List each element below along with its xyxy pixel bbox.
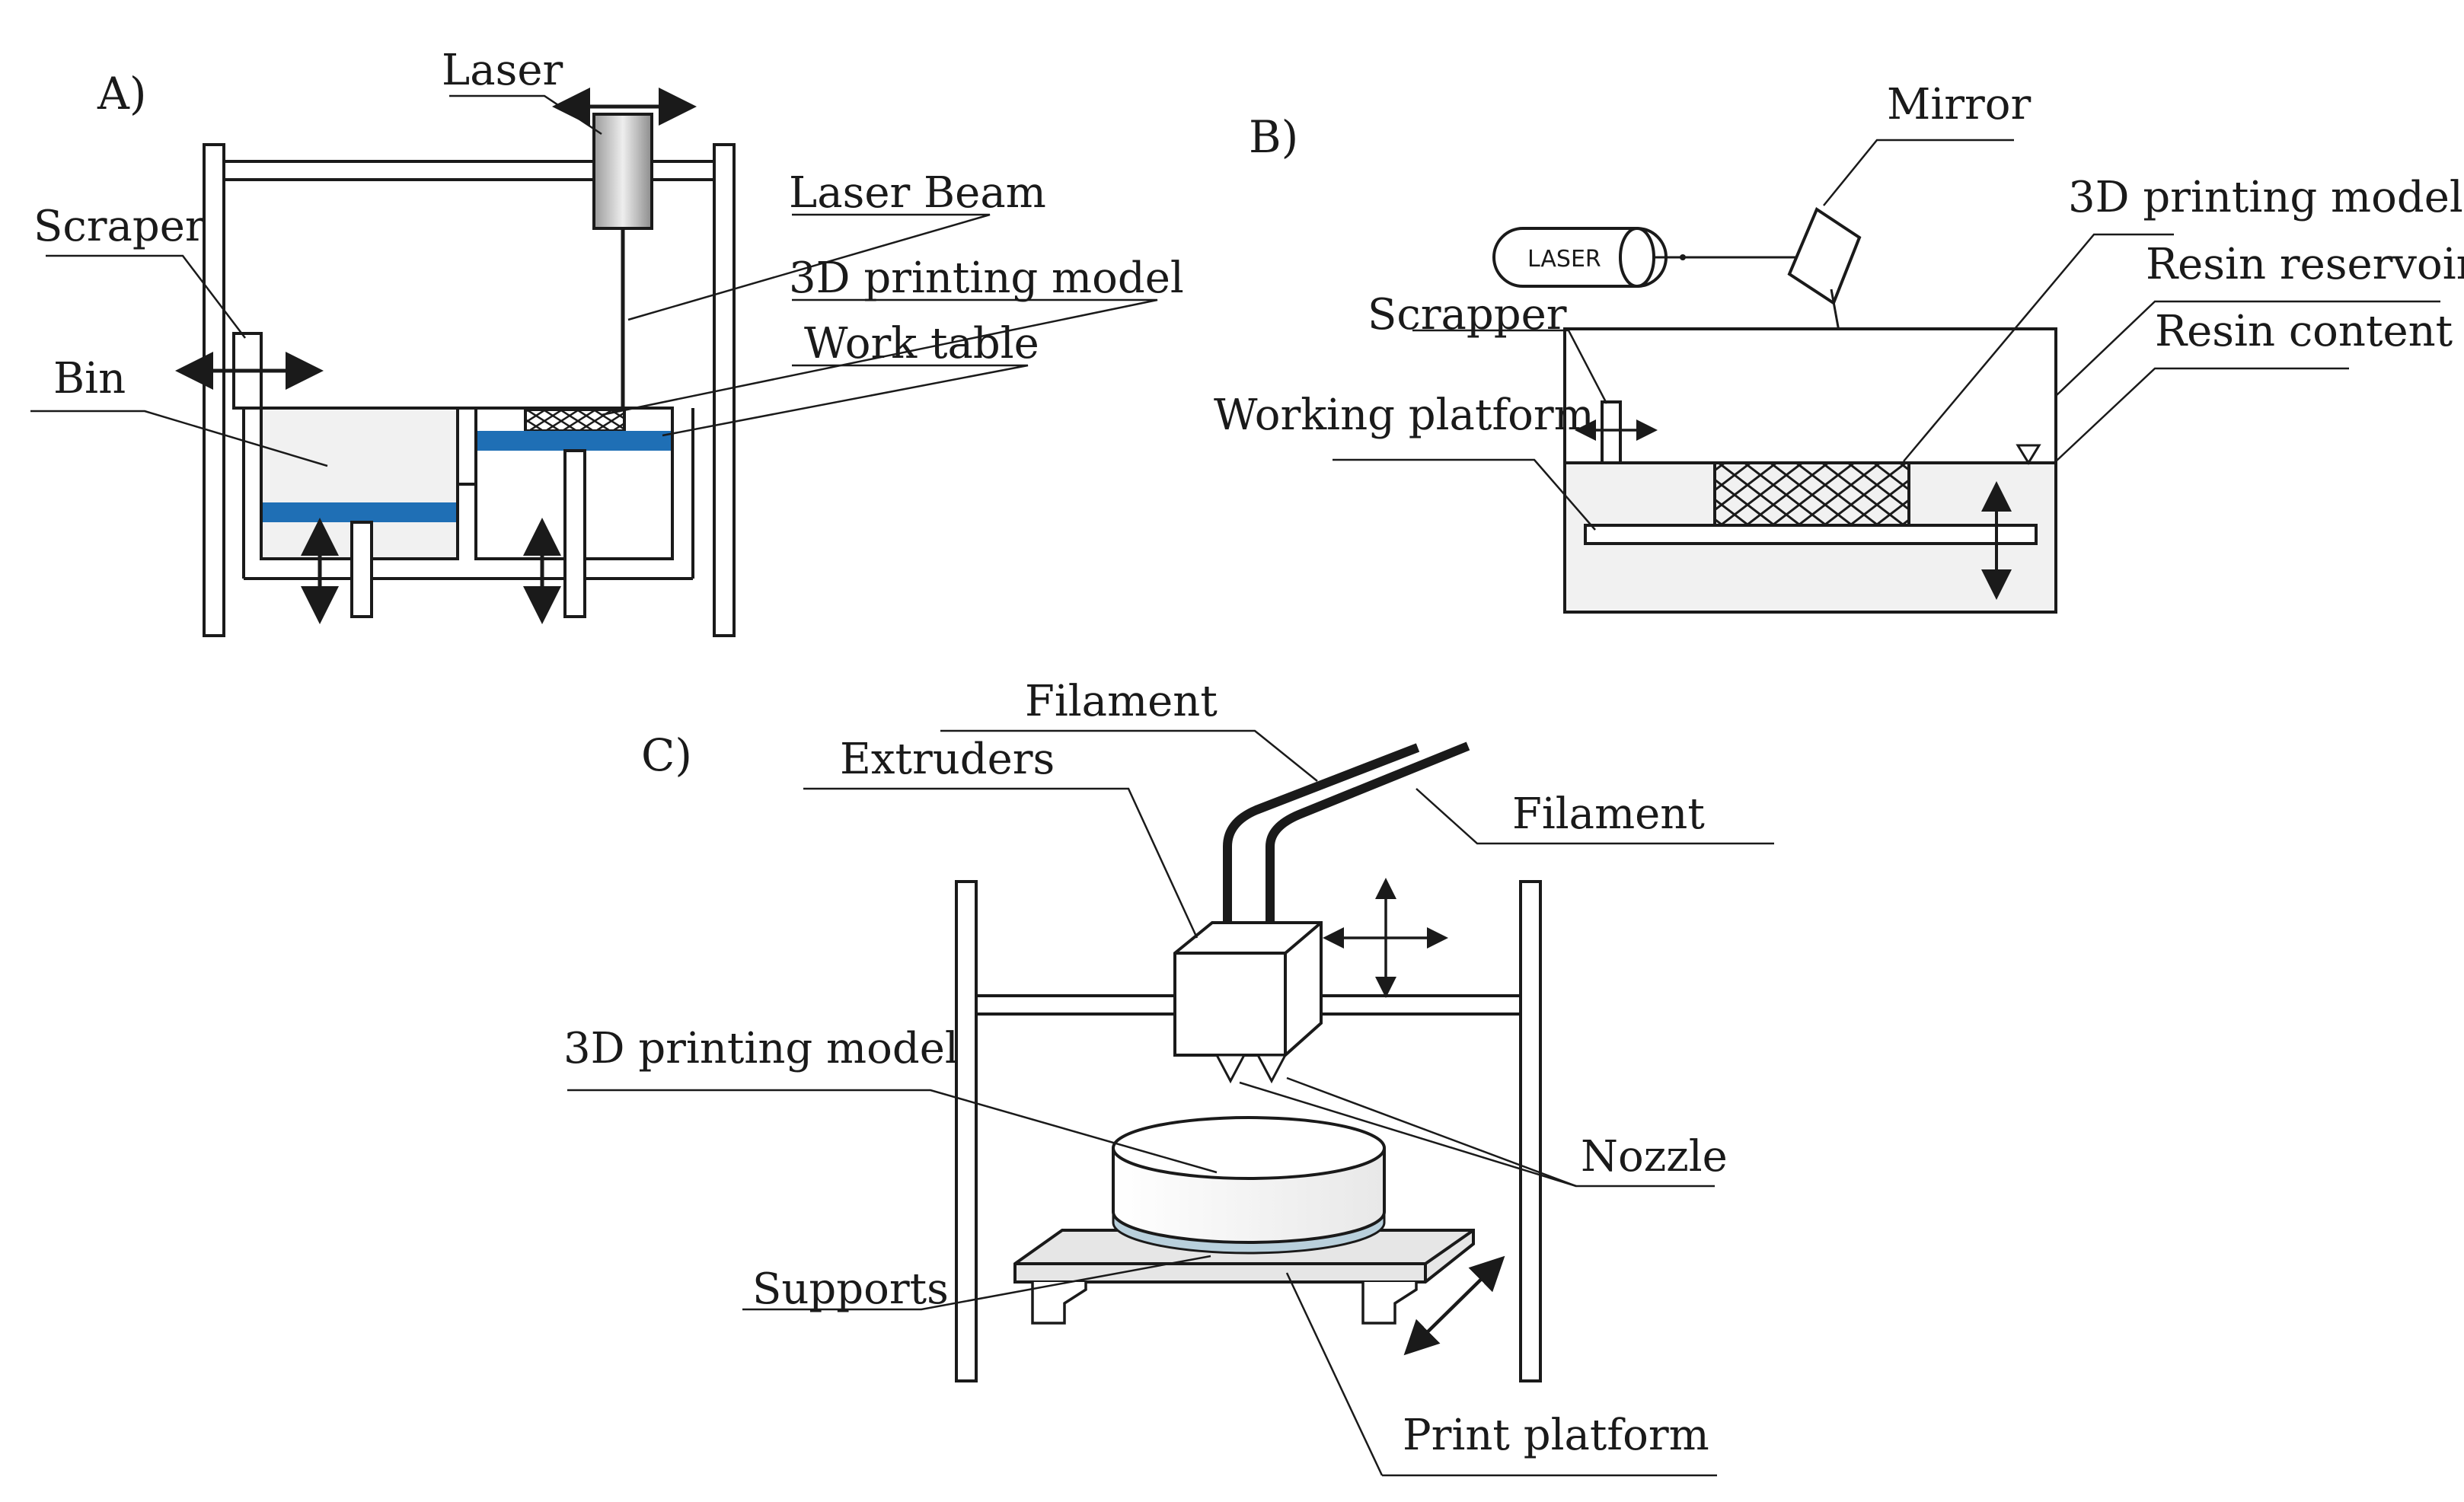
panel-a-text: A) Laser Laser Beam 3D printing model Wo…: [34, 46, 1184, 403]
label-resin-content: Resin content: [2155, 307, 2453, 356]
label-scraper: Scraper: [34, 202, 206, 251]
frame-left-post: [203, 143, 225, 637]
scrapper: [1601, 400, 1622, 464]
label-mirror: Mirror: [1887, 80, 2032, 129]
panel-b-leaders: [1333, 139, 2440, 531]
panel-a-title: A): [97, 68, 147, 120]
bin-blue-piston: [263, 502, 456, 522]
label-print-platform: Print platform: [1403, 1411, 1709, 1460]
beam-point: [1680, 254, 1686, 260]
filament-2: [1266, 741, 1470, 930]
model-cylinder-top: [1112, 1116, 1386, 1180]
panel-c-title: C): [641, 729, 692, 781]
nozzle-2: [1256, 1054, 1288, 1084]
label-b-model: 3D printing model: [2068, 173, 2463, 222]
label-filament-top: Filament: [1025, 677, 1218, 726]
panel-c-text: C) Filament Extruders Filament 3D printi…: [563, 677, 1728, 1460]
bin-piston-rod: [350, 521, 373, 618]
label-nozzle: Nozzle: [1581, 1132, 1728, 1182]
label-working-platform: Working platform: [1214, 391, 1594, 440]
print-platform: [1013, 1229, 1475, 1284]
panel-a-sls: [30, 88, 1158, 637]
work-table-plate: [477, 431, 671, 451]
panel-c-leaders: [567, 729, 1774, 1477]
label-supports: Supports: [752, 1264, 949, 1314]
label-c-model: 3D printing model: [563, 1024, 959, 1073]
panel-b-title: B): [1249, 111, 1298, 163]
laser-head: [592, 113, 653, 230]
platform-depth-arrow: [1403, 1255, 1505, 1356]
fdm-frame-right: [1519, 880, 1542, 1382]
label-extruders: Extruders: [840, 735, 1055, 784]
platform-foot-right: [1361, 1282, 1418, 1325]
fdm-frame-left: [955, 880, 978, 1382]
label-a-model: 3D printing model: [789, 254, 1184, 303]
panel-a-leaders: [30, 94, 1158, 467]
laser-lens: [1619, 227, 1655, 288]
panel-c-fdm: [567, 729, 1774, 1477]
nozzle-1: [1214, 1054, 1246, 1084]
label-filament-right: Filament: [1512, 789, 1705, 839]
label-laser-beam: Laser Beam: [789, 168, 1046, 218]
extruder-edges: [1175, 921, 1323, 1055]
build-piston-rod: [563, 449, 586, 618]
chamber-divider: [456, 407, 477, 486]
mirror: [1787, 207, 1862, 306]
label-bin: Bin: [53, 354, 126, 403]
label-scrapper: Scrapper: [1368, 290, 1567, 340]
platform-foot-left: [1031, 1282, 1087, 1325]
label-resin-reservoir: Resin reservoir: [2146, 240, 2464, 289]
panel-b-text: B) Mirror 3D printing model Resin reserv…: [1214, 80, 2464, 440]
laser-device-label: LASER: [1527, 246, 1601, 273]
working-platform: [1584, 524, 2038, 545]
sla-printed-model: [1713, 461, 1910, 527]
filament-1: [1223, 743, 1420, 930]
panel-b-sla: [1333, 139, 2440, 614]
label-laser: Laser: [442, 46, 563, 95]
resin-level-marker: [2016, 444, 2041, 465]
label-work-table: Work table: [804, 319, 1039, 368]
